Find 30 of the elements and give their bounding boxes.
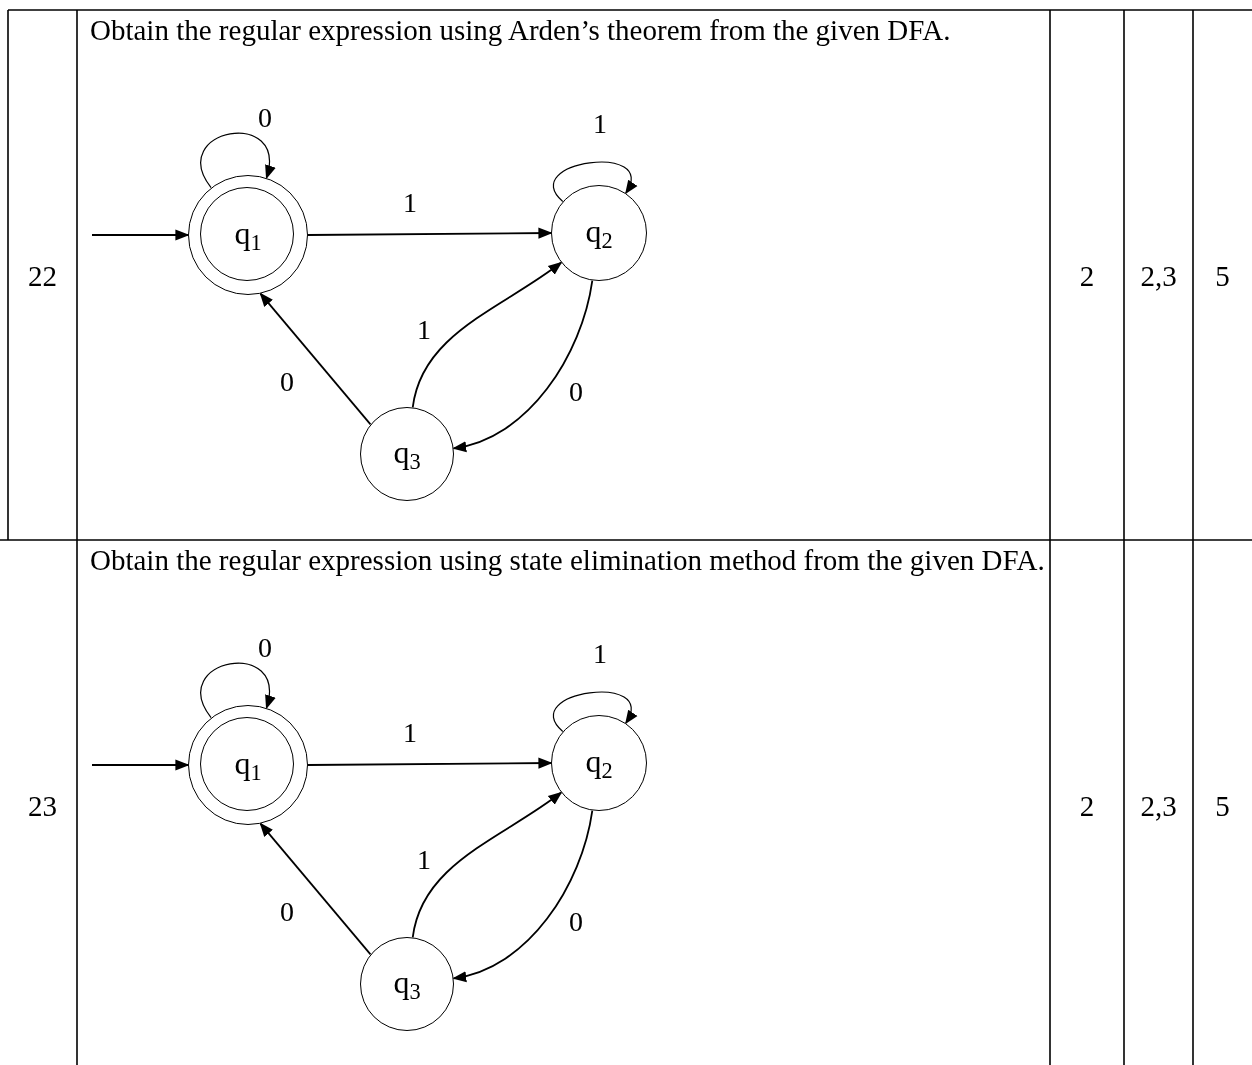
start-arrow	[91, 759, 190, 771]
transition-arrow	[259, 822, 372, 956]
table-cell-text: 2,3	[1139, 259, 1178, 294]
table-cell-text: 5	[1214, 789, 1231, 824]
table-cell-text: 2	[1078, 259, 1096, 294]
question-text: Obtain the regular expression using state elimination method from the given DFA.	[90, 543, 1045, 578]
accepting-state-circle: q$_{1}$	[188, 705, 308, 825]
state-circle: q$_{3}$	[360, 937, 454, 1031]
state-circle: q$_{2}$	[551, 185, 647, 281]
transition-arrow	[411, 261, 563, 409]
table-cell-text: 2	[1078, 789, 1096, 824]
transition-arrow	[411, 791, 563, 939]
table-cell-text: 2,3	[1139, 789, 1178, 824]
self-loop-arrow	[200, 132, 275, 189]
self-loop-arrow	[553, 691, 637, 733]
transition-arrow	[452, 809, 594, 982]
question-text: Obtain the regular expression using Arden’s theorem from the given DFA.	[90, 13, 952, 48]
accepting-state-circle: q$_{1}$	[188, 175, 308, 295]
start-arrow	[91, 229, 190, 241]
question-number: 22	[27, 259, 58, 294]
transition-arrow	[259, 292, 372, 426]
transition-arrow	[307, 227, 553, 239]
question-number: 23	[27, 789, 58, 824]
self-loop-arrow	[200, 662, 275, 719]
state-circle: q$_{3}$	[360, 407, 454, 501]
transition-arrow	[452, 279, 594, 452]
table-cell-text: 5	[1214, 259, 1231, 294]
state-circle: q$_{2}$	[551, 715, 647, 811]
self-loop-arrow	[553, 161, 637, 203]
transition-arrow	[307, 757, 553, 769]
